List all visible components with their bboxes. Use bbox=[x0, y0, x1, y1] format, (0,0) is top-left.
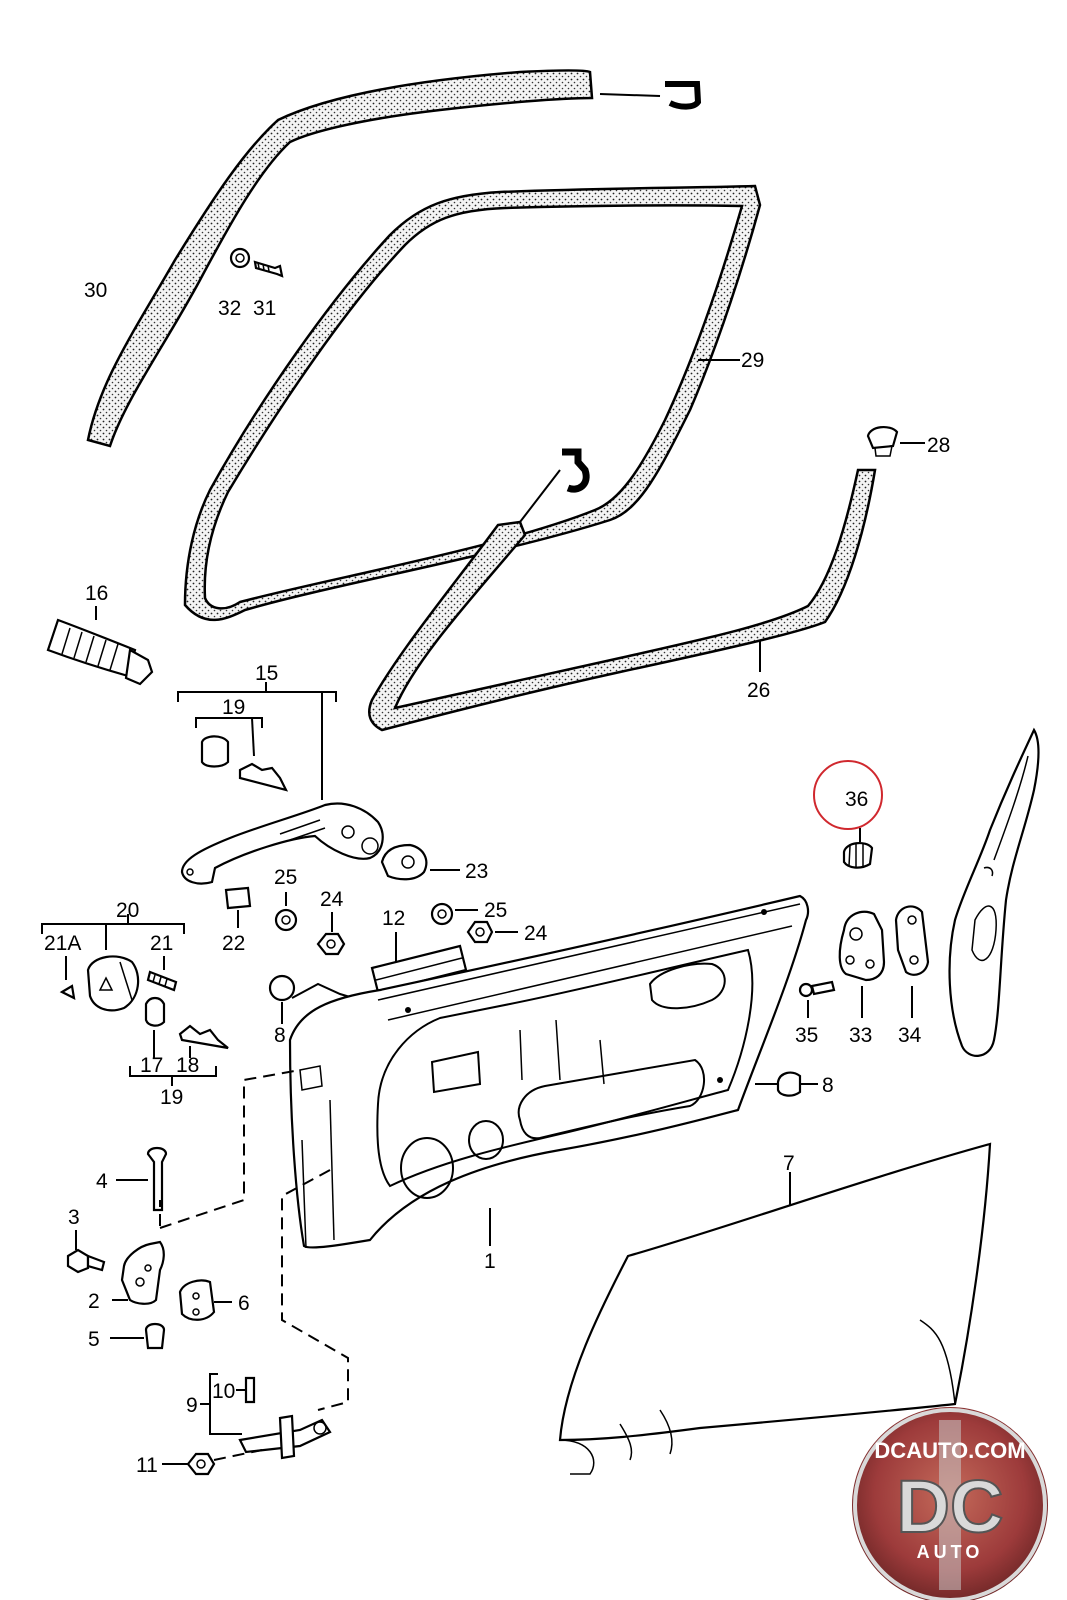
clip-22 bbox=[224, 886, 252, 928]
pin-10 bbox=[236, 1376, 256, 1404]
callout-31: 31 bbox=[253, 297, 276, 320]
callout-11: 11 bbox=[136, 1454, 158, 1477]
window-seal-29 bbox=[183, 184, 762, 622]
tube-16 bbox=[46, 606, 154, 686]
callout-21: 21 bbox=[150, 932, 173, 955]
callout-32: 32 bbox=[218, 297, 241, 320]
washer-32 bbox=[229, 247, 251, 269]
callout-10: 10 bbox=[212, 1380, 235, 1403]
plug-28 bbox=[866, 426, 925, 457]
barrier-sheet-7 bbox=[558, 1142, 992, 1475]
door-seal-26 bbox=[368, 468, 877, 732]
callout-35: 35 bbox=[795, 1024, 818, 1047]
callout-19-bottom: 19 bbox=[160, 1086, 183, 1109]
callout-4: 4 bbox=[96, 1170, 108, 1193]
nut-25a bbox=[274, 892, 298, 932]
lock-body-20 bbox=[86, 955, 140, 1012]
bracket-19b bbox=[129, 1030, 217, 1086]
callout-28: 28 bbox=[927, 434, 950, 457]
callout-9: 9 bbox=[186, 1394, 198, 1417]
screw-21 bbox=[146, 970, 178, 992]
check-strap-9 bbox=[200, 1373, 242, 1435]
callout-20: 20 bbox=[116, 899, 139, 922]
callout-7: 7 bbox=[783, 1152, 795, 1175]
callout-30: 30 bbox=[84, 279, 107, 302]
dashed-leaders bbox=[159, 1069, 349, 1411]
callout-1: 1 bbox=[484, 1250, 496, 1273]
callout-6: 6 bbox=[238, 1292, 250, 1315]
nut-24b bbox=[466, 920, 518, 944]
callout-25-right: 25 bbox=[484, 899, 507, 922]
door-handle-15 bbox=[180, 802, 384, 885]
striker-33 bbox=[838, 910, 886, 1018]
callout-23: 23 bbox=[465, 860, 488, 883]
plug-8b bbox=[755, 1071, 818, 1097]
strip-12 bbox=[370, 932, 468, 994]
callout-18: 18 bbox=[176, 1054, 199, 1077]
plate-6 bbox=[178, 1279, 232, 1321]
grommet-36 bbox=[813, 760, 883, 869]
callout-12: 12 bbox=[382, 907, 405, 930]
callout-26: 26 bbox=[747, 679, 770, 702]
callout-2: 2 bbox=[88, 1290, 100, 1313]
handle-bracket-15 bbox=[177, 682, 337, 800]
callout-19-top: 19 bbox=[222, 696, 245, 719]
callout-8-right: 8 bbox=[822, 1074, 834, 1097]
pillar-trim bbox=[948, 727, 1040, 1057]
watermark-sub: AUTO bbox=[917, 1542, 984, 1562]
door-panel-1 bbox=[288, 894, 810, 1249]
callout-3: 3 bbox=[68, 1206, 80, 1229]
screw-31 bbox=[253, 260, 284, 278]
callout-29: 29 bbox=[741, 349, 764, 372]
check-mechanism-9 bbox=[238, 1414, 332, 1460]
callout-5: 5 bbox=[88, 1328, 100, 1351]
callout-16: 16 bbox=[85, 582, 108, 605]
hinge-2 bbox=[112, 1240, 165, 1305]
callout-labels: 30 32 31 29 28 16 15 19 26 36 23 25 24 2… bbox=[44, 279, 950, 1477]
callout-34: 34 bbox=[898, 1024, 922, 1047]
callout-17: 17 bbox=[140, 1054, 163, 1077]
clip-23 bbox=[380, 843, 460, 881]
lock-bracket-20 bbox=[41, 914, 185, 980]
callout-15: 15 bbox=[255, 662, 278, 685]
watermark-site: DCAUTO.COM bbox=[874, 1438, 1025, 1463]
lock-cylinder-19 bbox=[200, 735, 289, 792]
callout-36: 36 bbox=[845, 788, 868, 811]
nut-25b bbox=[430, 902, 478, 926]
seal-clip bbox=[519, 448, 590, 523]
callout-24-left: 24 bbox=[320, 888, 344, 911]
bolt-3 bbox=[66, 1230, 106, 1274]
lock-21A bbox=[59, 984, 76, 1000]
callout-21A: 21A bbox=[44, 932, 81, 955]
callout-25-left: 25 bbox=[274, 866, 297, 889]
watermark-logo-letters: DC bbox=[897, 1465, 1004, 1548]
key-18 bbox=[178, 1024, 229, 1050]
dcauto-watermark-logo: DCAUTO.COM DC AUTO bbox=[852, 1407, 1048, 1600]
cylinder-17 bbox=[144, 996, 166, 1027]
roof-seal-strip-30 bbox=[86, 69, 702, 448]
nut-11 bbox=[162, 1449, 263, 1476]
callout-22: 22 bbox=[222, 932, 245, 955]
screw-35 bbox=[798, 980, 836, 1018]
callout-33: 33 bbox=[849, 1024, 872, 1047]
pin-4 bbox=[116, 1146, 168, 1212]
nut-24a bbox=[316, 912, 346, 956]
callout-24-right: 24 bbox=[524, 922, 548, 945]
bushing-5 bbox=[110, 1322, 166, 1350]
callout-8-left: 8 bbox=[274, 1024, 286, 1047]
plate-34 bbox=[894, 905, 930, 1018]
